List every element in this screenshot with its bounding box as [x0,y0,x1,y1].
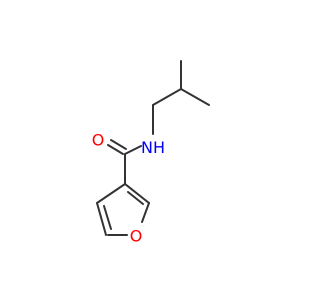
bond-ring-c2-o [141,202,150,223]
bond-ring-c3-c2 [124,183,150,204]
structure-canvas: O NH O [92,60,210,246]
molecule-diagram: O NH O [92,60,210,246]
bond-carbonyl-double-b [110,139,127,150]
bond-ch-ch2 [152,88,182,106]
bond-carbonyl-double-a [107,144,124,155]
bond-ring-double-c2c3 [127,191,144,205]
bond-n-carbonyl [124,145,142,155]
atom-n-symbol: N [141,138,153,157]
atom-o-furan: O [130,227,143,246]
bond-ring-c4-c3 [96,183,126,204]
bond-ring-double-c4c5 [103,205,112,230]
atom-n-amide: NH [141,138,165,157]
bond-ring-c5-c4 [96,202,107,236]
bond-methyl-right [180,88,210,106]
atom-o-carbonyl: O [92,131,105,150]
atom-n-hydrogen: H [153,138,165,157]
